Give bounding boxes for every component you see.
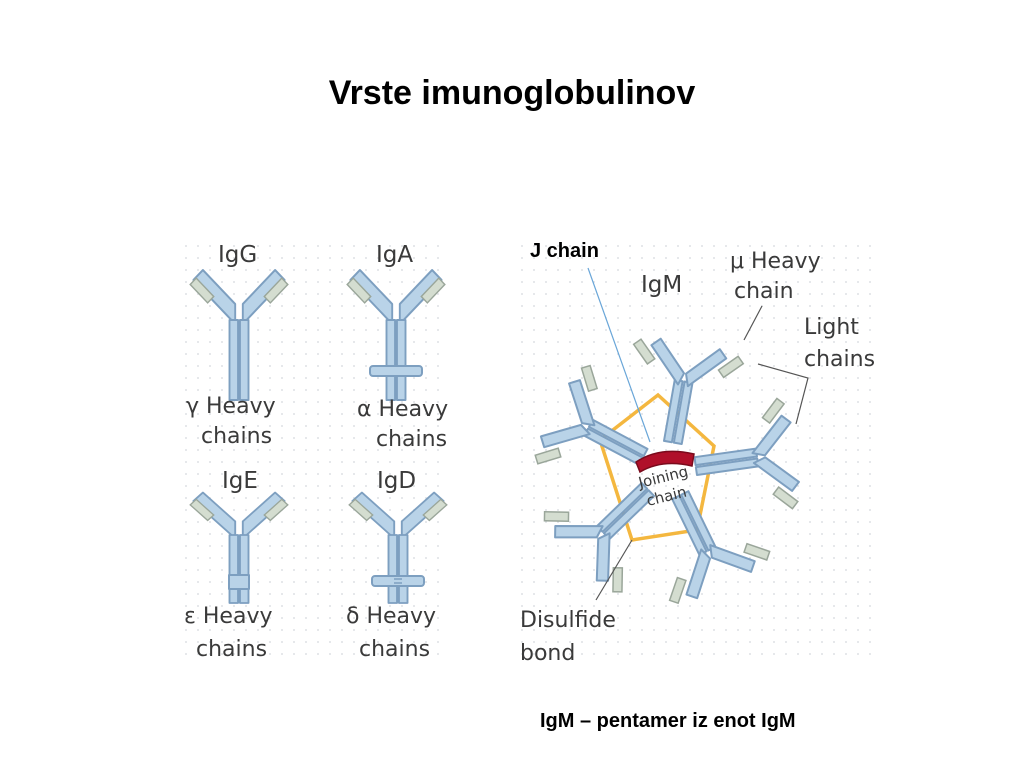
igg-heavy-label-line2: chains [201,424,272,449]
ige-heavy-label-line1: ε Heavy [184,604,272,629]
mu-heavy-label-line1: μ Heavy [730,249,821,274]
mu-heavy-label-line2: chain [734,279,794,304]
igm-label: IgM [641,272,682,298]
slide-title: Vrste imunoglobulinov [328,74,696,112]
j-chain-caption: J chain [530,240,599,262]
iga-heavy-label-line2: chains [376,427,447,452]
ige-heavy-label-line2: chains [196,637,267,662]
igg-label: IgG [218,242,257,268]
ige-label: IgE [222,468,258,494]
igm-pentamer [527,333,804,611]
disulfide-pointer [595,539,633,601]
igd-heavy-label-line2: chains [359,637,430,662]
iga-molecule [346,269,446,401]
igg-heavy-label-line1: γ Heavy [186,394,276,419]
light-chains-label-line1: Light [804,315,859,340]
disulfide-label-line2: bond [520,641,575,666]
j-chain-pointer [587,267,651,443]
mu-heavy-pointer [743,305,763,341]
iga-heavy-label-line1: α Heavy [357,397,448,422]
iga-label: IgA [376,242,413,268]
light-chains-pointer [757,363,809,425]
disulfide-label-line1: Disulfide [520,608,616,633]
igd-heavy-label-line1: δ Heavy [346,604,436,629]
igm-panel-background [512,243,880,665]
igd-molecule [348,491,448,604]
ige-molecule [189,491,289,604]
joining-chain [635,450,695,474]
light-chains-label-line2: chains [804,347,875,372]
igd-label: IgD [377,468,416,494]
igm-caption: IgM – pentamer iz enot IgM [540,710,796,732]
